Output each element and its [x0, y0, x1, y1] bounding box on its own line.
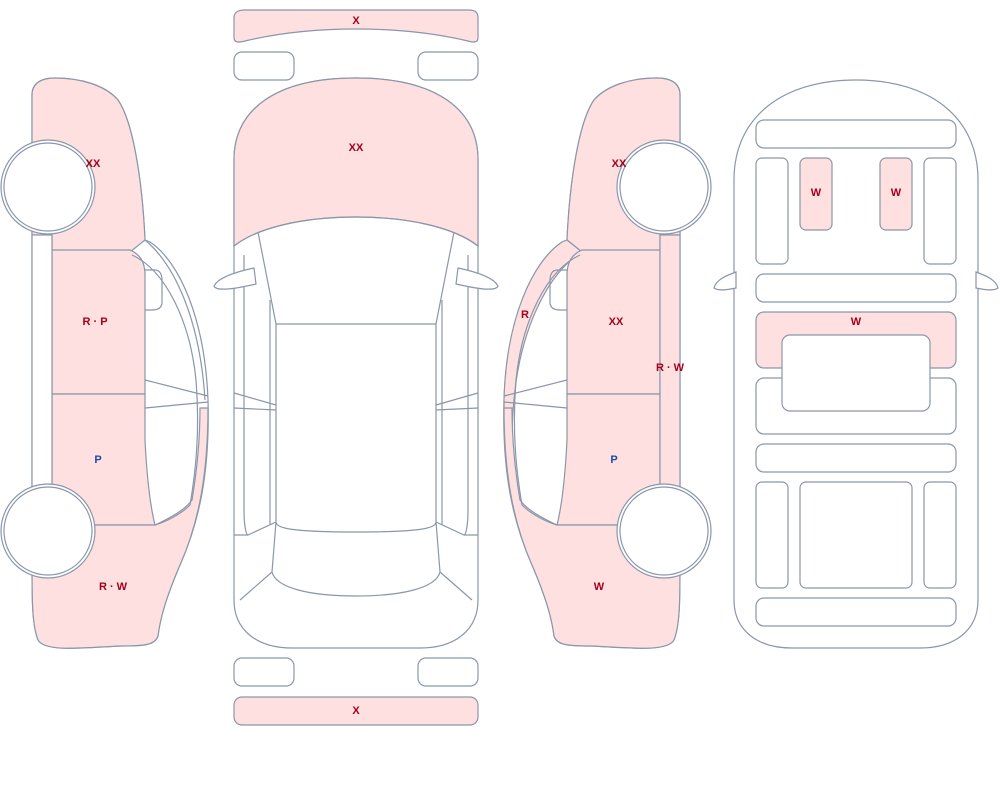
trunk-floor	[799, 481, 913, 589]
front-cross-member	[755, 119, 957, 149]
left-rear-wheel	[3, 486, 93, 576]
right-front-door[interactable]	[566, 249, 661, 395]
left-rear-quarter-mark: R · W	[99, 581, 128, 593]
left-inside-panel	[755, 157, 789, 265]
right-mirror-top	[455, 267, 499, 290]
rear-bumper[interactable]	[233, 696, 479, 726]
frame-right-mirror	[975, 271, 999, 291]
right-mirror	[549, 269, 567, 311]
left-front-wheel	[3, 142, 93, 232]
left-front-fender-mark: XX	[86, 158, 101, 170]
right-rear-quarter[interactable]	[503, 407, 681, 649]
left-window-frame-inner	[144, 239, 206, 401]
front-bumper-mark: X	[352, 15, 360, 27]
rear-left-member	[755, 481, 789, 589]
roof	[275, 324, 437, 533]
frame-left-mirror	[713, 271, 737, 291]
rear-panel	[755, 597, 957, 627]
left-front-door[interactable]	[51, 249, 146, 395]
right-rear-door-mark: P	[610, 454, 617, 466]
right-rear-quarter-mark: W	[594, 581, 605, 593]
rear-floor-cross-member	[755, 443, 957, 473]
right-b-pillar	[503, 379, 568, 409]
frame-view: W W W	[713, 79, 999, 649]
rear-right-member	[923, 481, 957, 589]
cowl-panel	[755, 273, 957, 303]
left-b-pillar	[144, 379, 209, 409]
right-inside-panel	[923, 157, 957, 265]
rear-right-lamp	[417, 657, 479, 687]
left-window-frame	[131, 254, 199, 526]
left-rear-door-mark: P	[94, 454, 101, 466]
right-front-wheel	[619, 142, 709, 232]
windshield	[233, 216, 479, 325]
right-rear-wheel	[619, 486, 709, 576]
right-window-frame	[513, 254, 581, 526]
front-right-member-mark: W	[891, 187, 902, 199]
left-side-sill	[31, 234, 53, 526]
right-side-sill-mark: R · W	[656, 362, 685, 374]
right-side-sill[interactable]	[659, 234, 681, 526]
left-front-door-mark: R · P	[82, 316, 107, 328]
rear-deck	[234, 534, 478, 601]
left-mirror	[145, 269, 163, 311]
rear-left-lamp	[233, 657, 295, 687]
left-side-view: XX R · P P R · W	[0, 77, 209, 649]
front-right-side-member[interactable]	[879, 157, 913, 231]
front-left-member-mark: W	[811, 187, 822, 199]
front-right-headlamp	[417, 51, 479, 81]
floor-panel-center	[781, 334, 931, 412]
left-mirror-top	[213, 267, 257, 290]
right-side-view: XX R XX R · W P W	[503, 77, 712, 649]
right-front-fender-mark: XX	[612, 158, 627, 170]
front-left-side-member[interactable]	[799, 157, 833, 231]
left-b-pillar-top	[233, 392, 277, 411]
right-a-pillar-mark: R	[521, 309, 529, 321]
left-rear-quarter[interactable]	[31, 407, 209, 649]
dash-panel-mark: W	[851, 316, 862, 328]
front-bumper[interactable]	[233, 9, 479, 43]
rear-window	[271, 521, 441, 597]
right-b-pillar-top	[435, 392, 479, 411]
front-left-headlamp	[233, 51, 295, 81]
rear-bumper-mark: X	[352, 705, 360, 717]
hood-mark: XX	[349, 142, 364, 154]
top-view: X XX X	[213, 9, 499, 726]
right-front-door-mark: XX	[609, 316, 624, 328]
